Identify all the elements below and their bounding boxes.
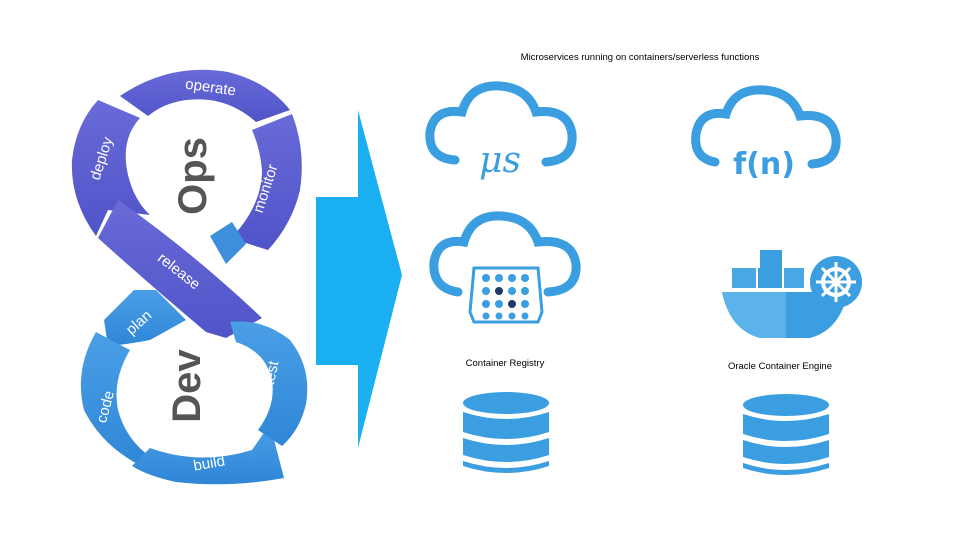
stage-label-operate: operate [184, 76, 237, 100]
operate-segment [120, 69, 290, 122]
ops-small-arrow [210, 222, 246, 264]
microservices-cloud-icon: μs [425, 81, 577, 181]
ops-label: Ops [171, 137, 215, 215]
stage-label-build: build [192, 452, 226, 474]
database-icon-right [743, 394, 829, 475]
container-engine-caption: Oracle Container Engine [727, 361, 833, 372]
database-icon-left [463, 392, 549, 473]
monitor-segment [230, 114, 302, 250]
test-segment [230, 321, 308, 446]
release-segment [98, 200, 262, 338]
flow-arrow [316, 110, 402, 448]
container-engine-icon [722, 250, 862, 338]
plan-segment [104, 290, 186, 346]
top-caption: Microservices running on containers/serv… [520, 52, 760, 63]
container-registry-caption: Container Registry [465, 358, 545, 369]
code-segment [80, 332, 152, 470]
deploy-segment [71, 100, 150, 236]
kubernetes-helm-icon [810, 256, 862, 308]
stage-label-test: test [261, 359, 283, 387]
build-segment [132, 424, 284, 485]
registry-grid-icon [468, 266, 544, 324]
container-registry-icon [429, 211, 581, 324]
devops-loop: operate deploy monitor release plan code… [71, 69, 308, 485]
functions-symbol: f(n) [733, 147, 795, 182]
dev-label: Dev [165, 349, 209, 423]
functions-cloud-icon: f(n) [691, 85, 841, 182]
microservices-symbol: μs [479, 140, 521, 181]
